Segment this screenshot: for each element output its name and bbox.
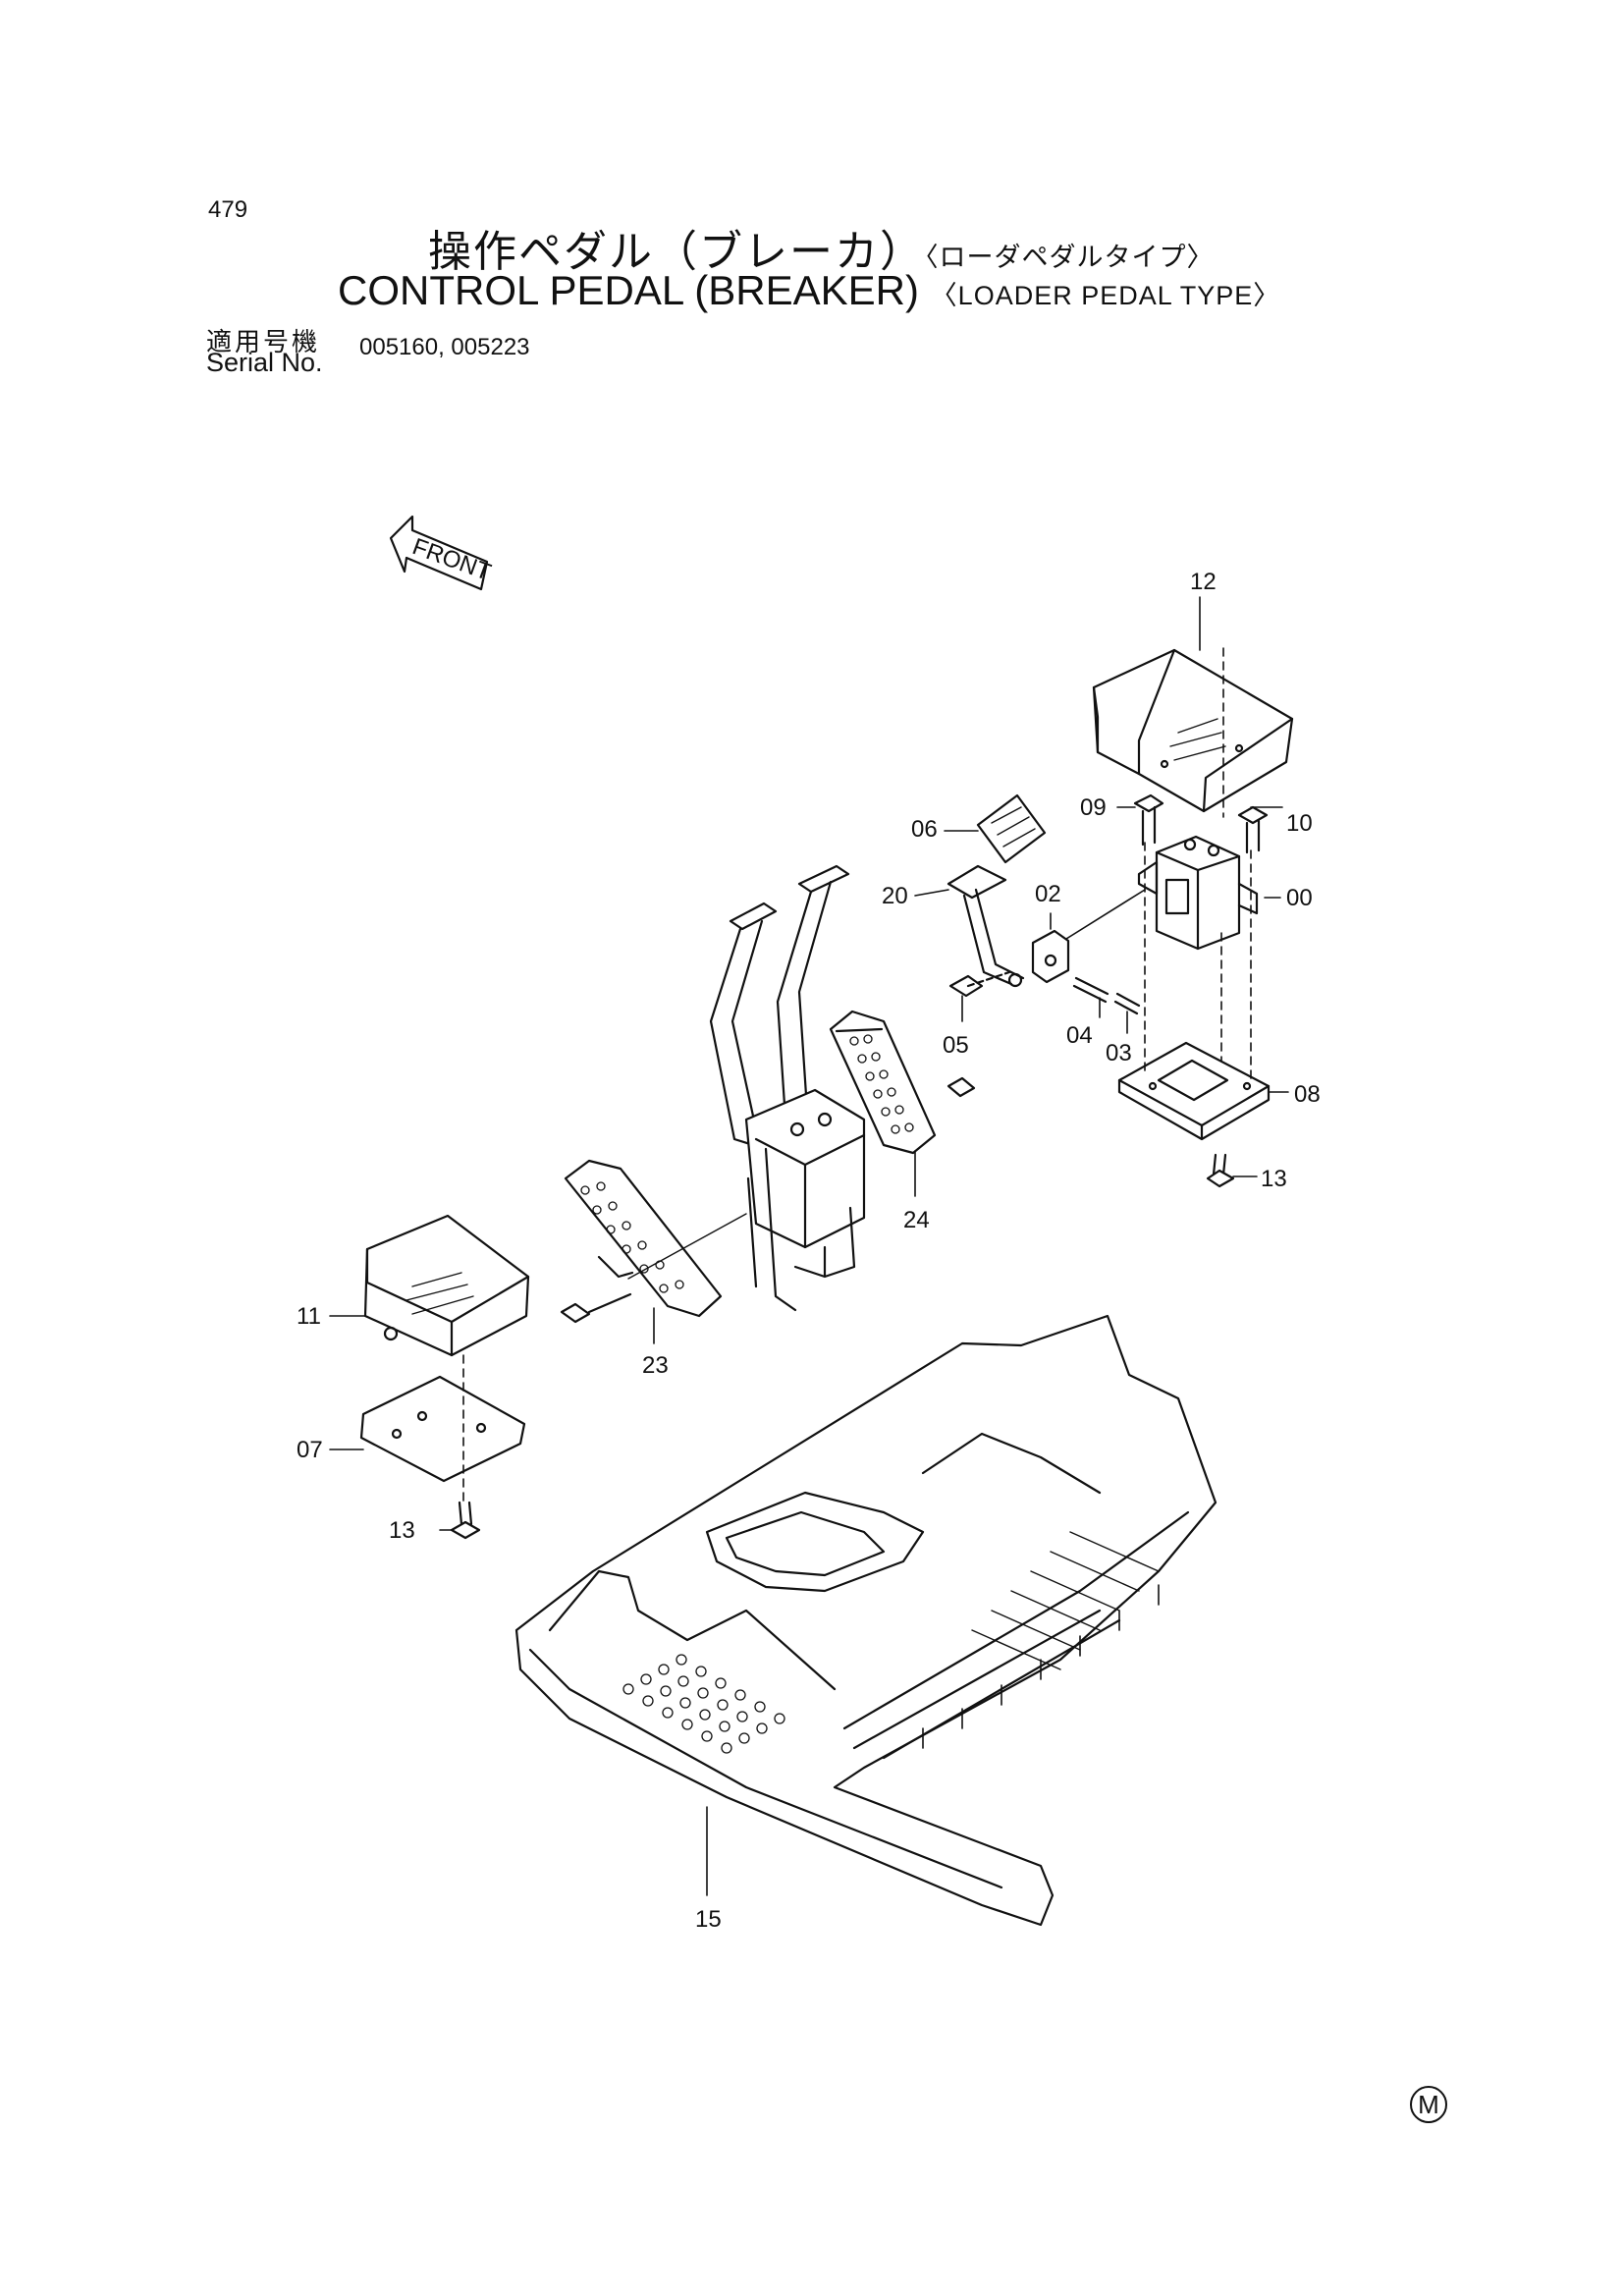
part-24-pedal xyxy=(829,1010,976,1155)
title-english-main: CONTROL PEDAL (BREAKER) xyxy=(338,267,919,313)
title-japanese-sub: 〈ローダペダルタイプ〉 xyxy=(925,243,1215,273)
marker-circle-m: M xyxy=(1410,2086,1447,2123)
callout-11: 11 xyxy=(297,1303,321,1330)
part-13-bolt-right xyxy=(1206,1153,1235,1188)
front-label: FRONT xyxy=(409,533,495,586)
callout-08: 08 xyxy=(1294,1081,1321,1108)
part-10-bolt xyxy=(1237,805,1269,854)
callout-00: 00 xyxy=(1286,885,1313,911)
title-english-sub: 〈LOADER PEDAL TYPE〉 xyxy=(930,281,1281,310)
callout-13-right: 13 xyxy=(1261,1166,1287,1192)
callout-10: 10 xyxy=(1286,810,1313,837)
callout-09: 09 xyxy=(1080,794,1107,821)
part-08-base-plate xyxy=(1117,1041,1271,1141)
callout-06: 06 xyxy=(911,816,938,843)
part-04-pin xyxy=(1072,976,1109,1004)
part-03-pin xyxy=(1113,992,1141,1015)
part-02-block xyxy=(1031,929,1070,984)
callout-04: 04 xyxy=(1066,1022,1093,1049)
callout-12: 12 xyxy=(1190,569,1217,595)
title-japanese-main: 操作ペダル（ブレーカ） xyxy=(428,227,925,277)
part-20-pedal-arm xyxy=(947,864,1025,988)
callout-15: 15 xyxy=(695,1906,722,1933)
front-arrow-icon: FRONT xyxy=(389,515,495,591)
part-11-cover xyxy=(363,1214,530,1357)
serial-label-english: Serial No. xyxy=(206,348,323,377)
serial-label-japanese: 適用号機 xyxy=(206,328,321,357)
callout-05: 05 xyxy=(943,1032,969,1059)
part-06-pad xyxy=(976,793,1047,864)
part-13-bolt-left xyxy=(450,1501,481,1540)
page-number: 479 xyxy=(208,196,248,223)
part-09-bolt xyxy=(1133,793,1164,847)
title-english: CONTROL PEDAL (BREAKER) 〈LOADER PEDAL TY… xyxy=(338,267,1280,314)
callout-23: 23 xyxy=(642,1352,669,1379)
part-15-floor-mat xyxy=(514,1314,1217,1927)
callout-07: 07 xyxy=(297,1437,323,1463)
callout-02: 02 xyxy=(1035,881,1061,907)
part-07-plate xyxy=(359,1375,526,1483)
callout-20: 20 xyxy=(882,883,908,909)
serial-numbers: 005160, 005223 xyxy=(359,334,530,360)
leader-lines xyxy=(329,596,1289,1896)
title-japanese: 操作ペダル（ブレーカ）〈ローダペダルタイプ〉 xyxy=(428,216,1215,279)
part-23-pedal xyxy=(560,1159,747,1324)
callout-03: 03 xyxy=(1106,1040,1132,1066)
callout-13-left: 13 xyxy=(389,1517,415,1544)
pedal-bracket-assembly xyxy=(709,864,866,1312)
callout-24: 24 xyxy=(903,1207,930,1233)
part-00-valve xyxy=(1137,835,1259,951)
part-12-cover xyxy=(1092,648,1294,813)
part-05-bolt xyxy=(948,970,1011,998)
